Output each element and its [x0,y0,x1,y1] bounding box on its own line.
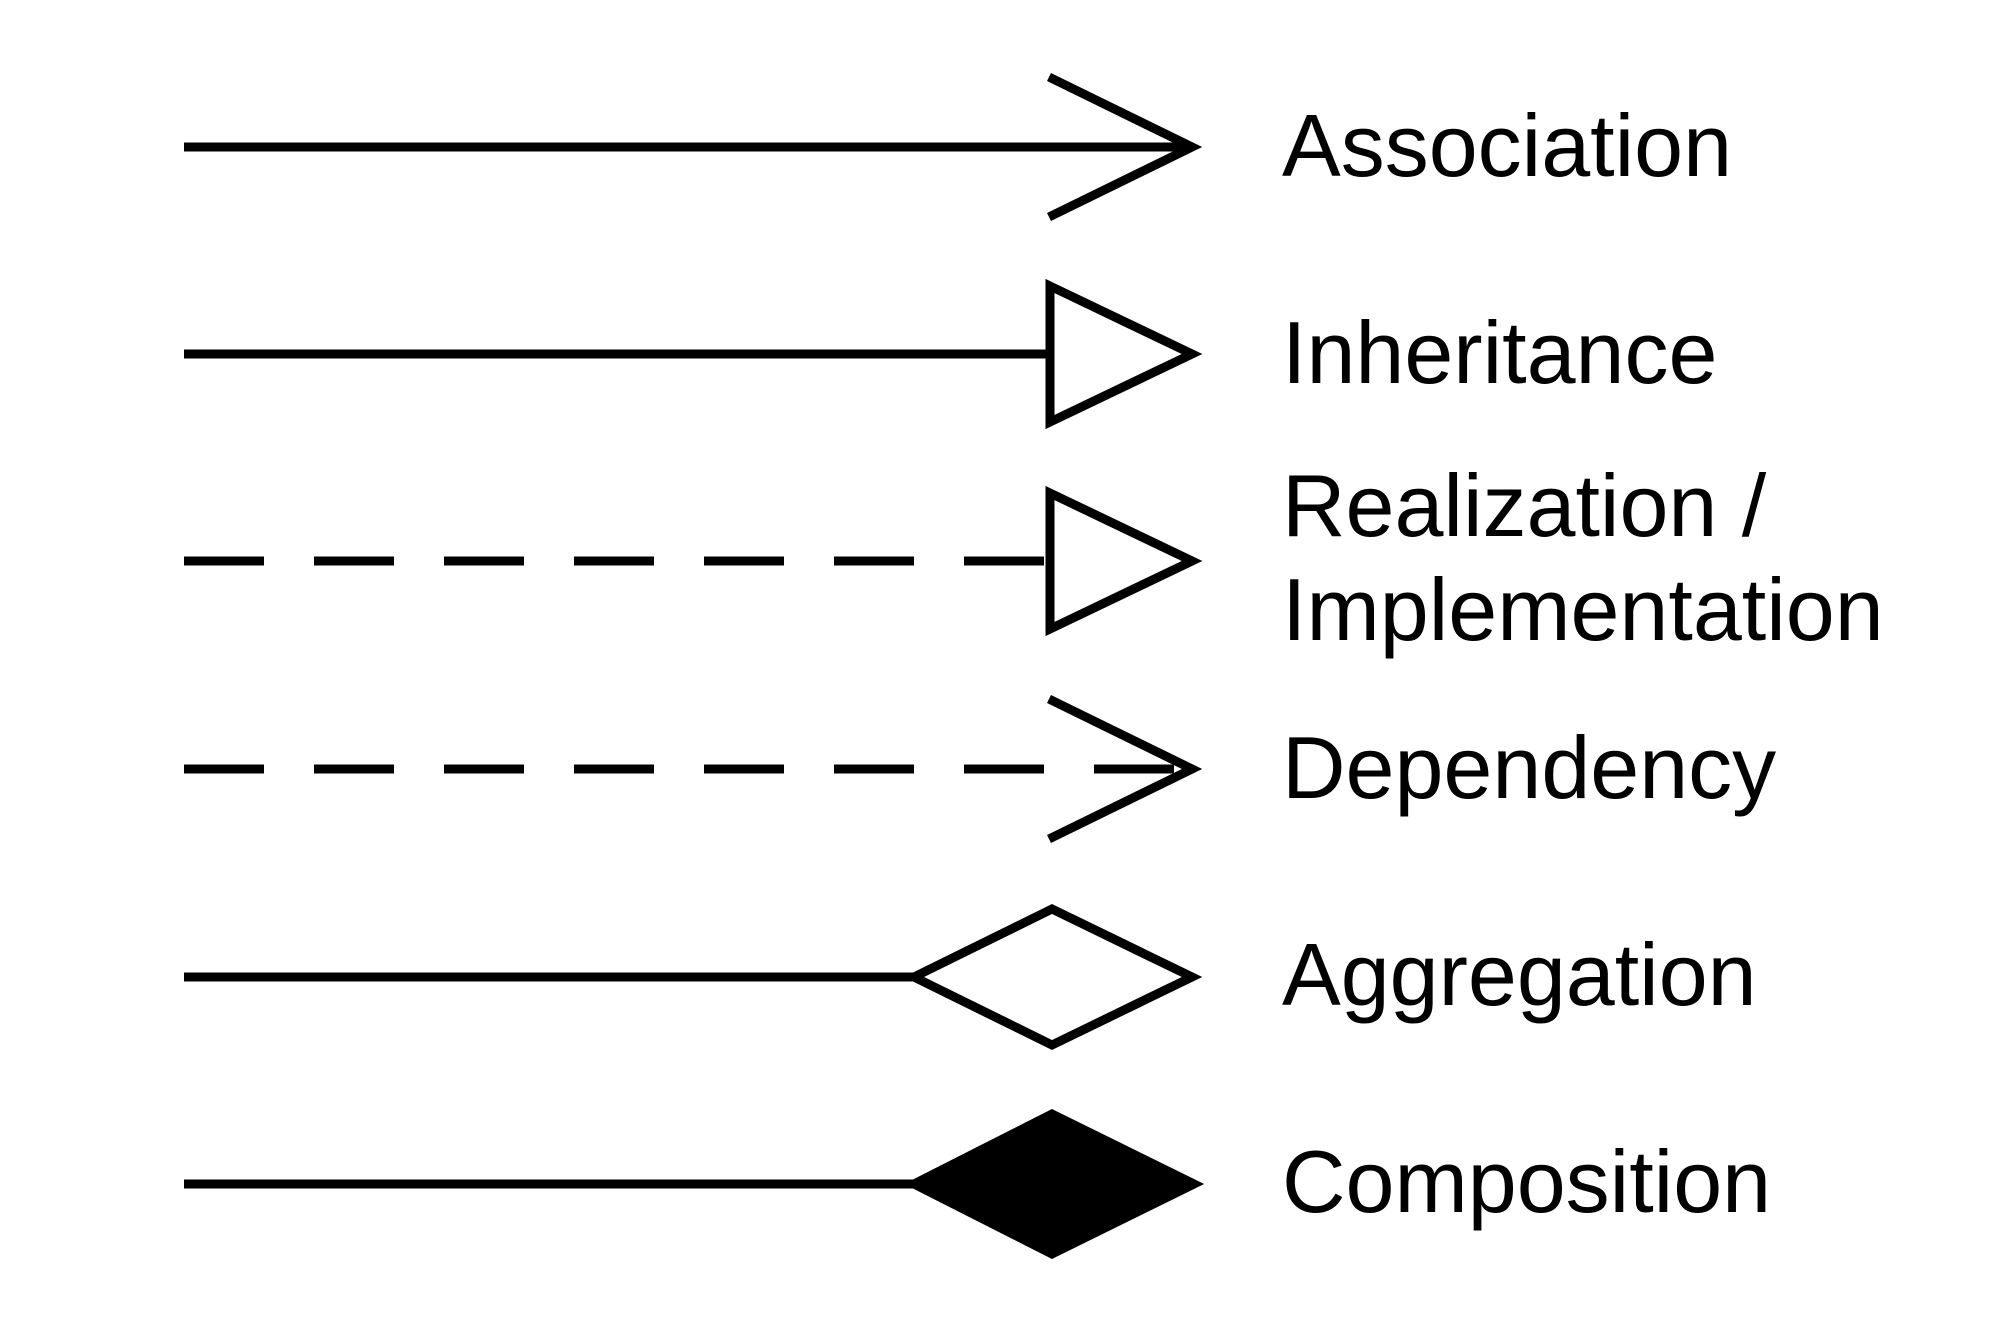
association-label: Association [1282,96,1733,195]
realization-label-line-1: Realization / [1282,456,1767,555]
aggregation-label: Aggregation [1282,925,1757,1024]
realization-connector [184,485,1203,637]
composition-label: Composition [1282,1132,1772,1231]
realization-label-line-2: Implementation [1282,560,1884,659]
composition-connector [184,1108,1205,1260]
realization-hollow-triangle-icon [1045,485,1203,637]
association-connector [184,72,1203,222]
inheritance-connector [184,278,1203,430]
realization-label: Realization / Implementation [1282,454,1884,662]
inheritance-hollow-triangle-icon [1045,278,1203,430]
composition-filled-diamond-icon [904,1108,1205,1260]
aggregation-hollow-diamond-icon [903,903,1203,1051]
dependency-connector [184,694,1203,844]
aggregation-connector [184,903,1203,1051]
association-open-arrow-icon [1047,72,1203,222]
dependency-open-arrow-icon [1047,694,1203,844]
dependency-label: Dependency [1282,718,1777,817]
inheritance-label: Inheritance [1282,303,1718,402]
